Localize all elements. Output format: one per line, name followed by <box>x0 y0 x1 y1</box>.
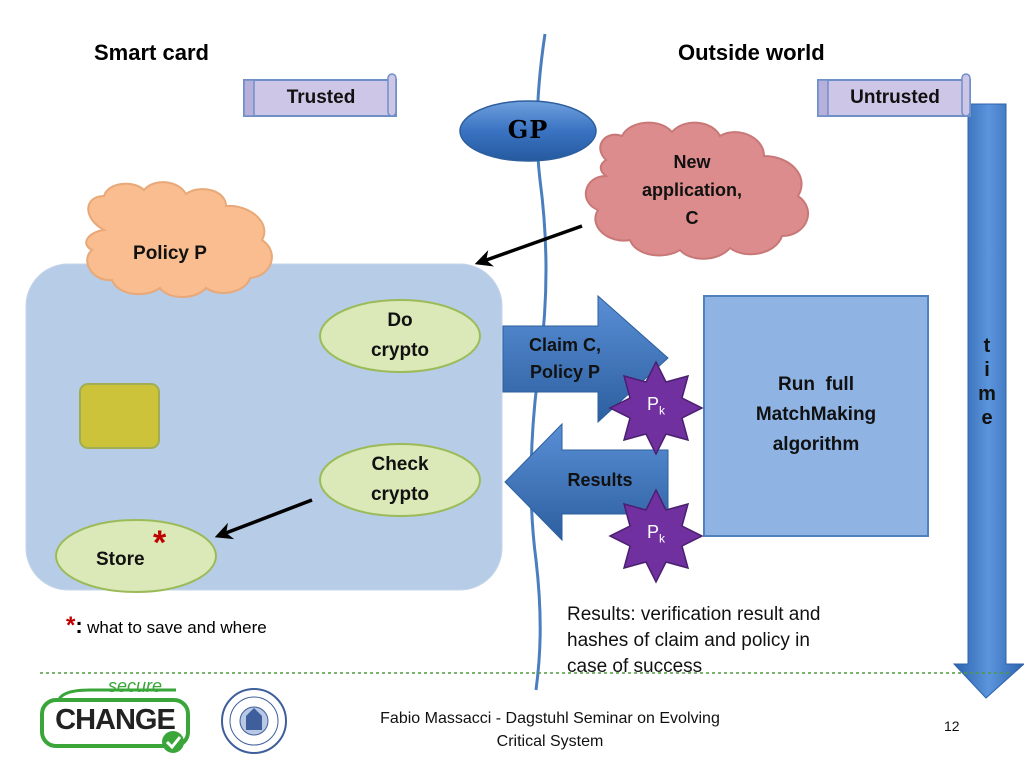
do-crypto-line-1: Do <box>387 310 413 331</box>
matchmaking-label: Run full MatchMaking algorithm <box>710 370 922 460</box>
logo-change-text: CHANGE <box>55 704 176 736</box>
outside-world-header: Outside world <box>678 40 825 65</box>
time-label: t i m e <box>972 334 1002 430</box>
store-ellipse <box>55 519 217 593</box>
do-crypto-line-2: crypto <box>370 340 430 361</box>
untrusted-scroll <box>817 73 971 117</box>
results-note-line-1: Results: verification result and <box>567 604 821 625</box>
pk-label-top: Pk <box>630 394 682 418</box>
footer-line-2: Critical System <box>496 733 604 750</box>
policy-label: Policy P <box>133 243 207 264</box>
pk-top-sub: k <box>659 403 665 418</box>
do-crypto-ellipse <box>319 299 481 373</box>
new-app-line-3: C <box>685 208 699 228</box>
footer-citation: Fabio Massacci - Dagstuhl Seminar on Evo… <box>320 707 780 753</box>
footer-line-1: Fabio Massacci - Dagstuhl Seminar on Evo… <box>380 710 720 727</box>
check-crypto-line-2: crypto <box>370 484 430 505</box>
gp-label: GP <box>507 115 549 144</box>
matchmaking-line-1: Run full <box>778 374 854 395</box>
footnote-text: what to save and where <box>87 618 267 637</box>
gp-ellipse <box>459 100 597 162</box>
do-crypto-label: Do crypto <box>330 306 470 366</box>
store-label: Store <box>96 549 145 570</box>
trusted-label: Trusted <box>286 87 356 108</box>
trusted-scroll <box>243 73 397 117</box>
footnote: *: what to save and where <box>66 612 267 640</box>
new-application-cloud <box>584 121 810 260</box>
results-note-line-2: hashes of claim and policy in <box>567 630 810 651</box>
policy-cloud <box>85 181 273 298</box>
results-note-line-3: case of success <box>567 656 703 677</box>
matchmaking-line-3: algorithm <box>772 434 860 455</box>
time-letter-e: e <box>981 407 993 429</box>
claim-line-2: Policy P <box>529 362 601 382</box>
store-asterisk: * <box>153 524 167 562</box>
time-arrow <box>952 103 1024 699</box>
results-label: Results <box>567 470 633 490</box>
claim-label: Claim C, Policy P <box>510 332 620 386</box>
time-letter-t: t <box>983 335 991 357</box>
new-app-line-1: New <box>673 152 711 172</box>
pk-top-main: P <box>646 394 659 414</box>
matchmaking-box <box>703 295 929 537</box>
results-note: Results: verification result and hashes … <box>567 602 907 680</box>
pk-star-bottom <box>608 488 704 584</box>
card-chip <box>79 383 160 449</box>
store-arrow <box>214 498 313 540</box>
claim-line-1: Claim C, <box>528 335 602 355</box>
footnote-colon: : <box>75 613 83 638</box>
secure-change-logo <box>40 688 190 753</box>
matchmaking-line-2: MatchMaking <box>755 404 877 425</box>
policy-arrow <box>474 224 583 267</box>
new-app-line-2: application, <box>641 180 742 200</box>
time-letter-i: i <box>984 359 990 381</box>
pk-bottom-sub: k <box>659 531 665 546</box>
logo-secure-text: secure <box>108 676 163 696</box>
page-number: 12 <box>944 718 960 734</box>
pk-label-bottom: Pk <box>630 522 682 546</box>
check-crypto-line-1: Check <box>371 454 429 475</box>
pk-star-top <box>608 360 704 456</box>
untrusted-label: Untrusted <box>850 87 940 108</box>
pk-bottom-main: P <box>646 522 659 542</box>
university-seal <box>221 688 287 754</box>
check-crypto-label: Check crypto <box>330 450 470 510</box>
check-crypto-ellipse <box>319 443 481 517</box>
new-application-label: New application, C <box>610 148 774 232</box>
footnote-asterisk: * <box>66 612 76 639</box>
smart-card-header: Smart card <box>94 40 209 65</box>
time-letter-m: m <box>978 383 996 405</box>
